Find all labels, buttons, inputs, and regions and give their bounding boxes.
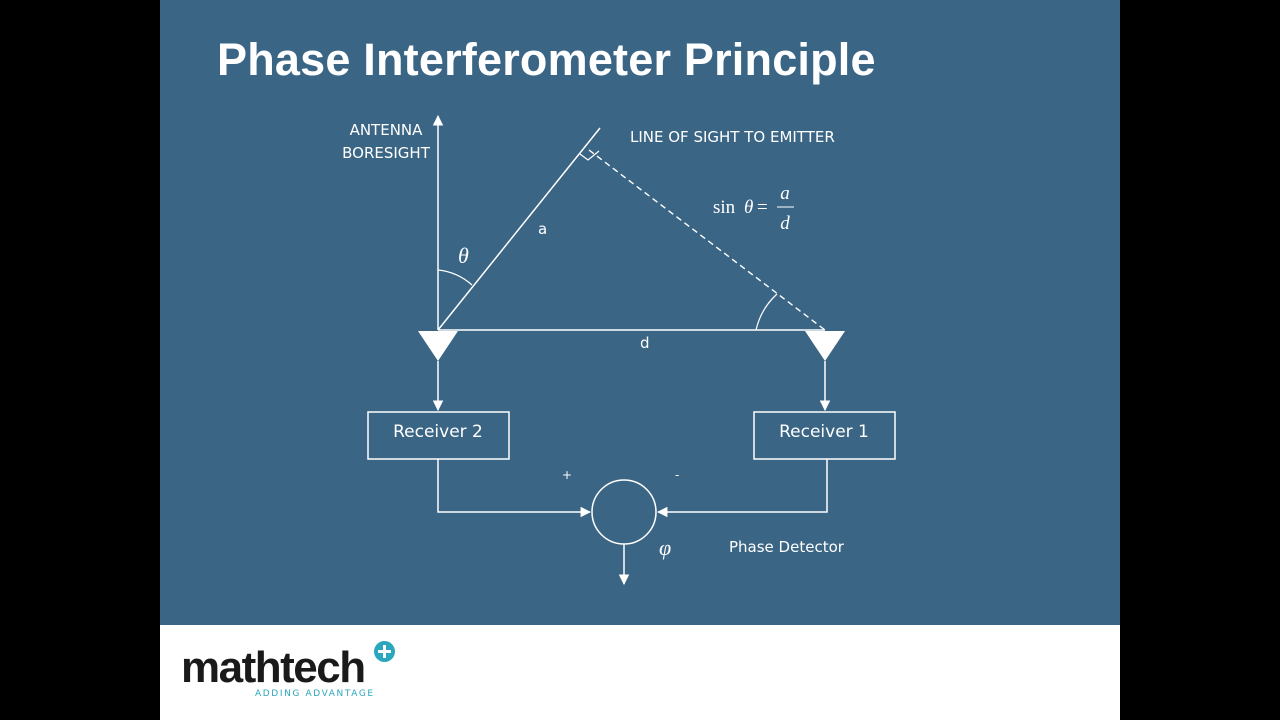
line-of-sight (437, 127, 601, 331)
slide-title: Phase Interferometer Principle (217, 34, 876, 85)
theta-arc (437, 269, 473, 286)
formula-sin: sin (713, 197, 736, 218)
slide: Phase Interferometer Principle (160, 0, 1120, 720)
slide-footer: mathtech ADDING ADVANTAGE (160, 625, 1120, 720)
antenna-boresight-label-line2: BORESIGHT (342, 144, 431, 162)
interferometer-diagram: ANTENNA BORESIGHT LINE OF SIGHT TO EMITT… (342, 114, 896, 586)
receiver-2-label: Receiver 2 (393, 422, 483, 442)
receiver-1-box (753, 411, 896, 460)
receiver-1-label: Receiver 1 (779, 422, 869, 442)
theta-angle-label: θ (458, 243, 469, 268)
formula-equals: = (757, 197, 768, 218)
logo-tagline: ADDING ADVANTAGE (255, 689, 375, 699)
antenna-boresight-label-line1: ANTENNA (350, 121, 424, 139)
minus-sign-label: - (675, 468, 679, 482)
antenna-1-icon (805, 331, 845, 361)
formula-theta: θ (744, 197, 753, 218)
formula-denominator: d (780, 213, 790, 234)
baseline-d-label: d (640, 334, 650, 352)
antenna-2-icon (418, 331, 458, 361)
dashed-perpendicular (588, 149, 826, 331)
side-a-label: a (538, 220, 547, 238)
right-angle-arc (755, 293, 778, 331)
formula-numerator: a (780, 183, 790, 204)
plus-sign-label: + (562, 468, 572, 482)
phase-symbol-label: φ (659, 535, 671, 560)
receiver-1-output (656, 459, 828, 518)
slide-content-area: Phase Interferometer Principle (160, 0, 1120, 625)
line-of-sight-label: LINE OF SIGHT TO EMITTER (630, 128, 835, 146)
logo-wordmark: mathtech (181, 643, 366, 692)
phase-detector-label: Phase Detector (729, 538, 845, 556)
receiver-2-output (437, 459, 592, 518)
mathtech-logo: mathtech ADDING ADVANTAGE (181, 641, 401, 711)
phase-detector-circle (591, 479, 657, 545)
logo-plus-icon (374, 641, 395, 662)
right-angle-marker (579, 150, 600, 161)
